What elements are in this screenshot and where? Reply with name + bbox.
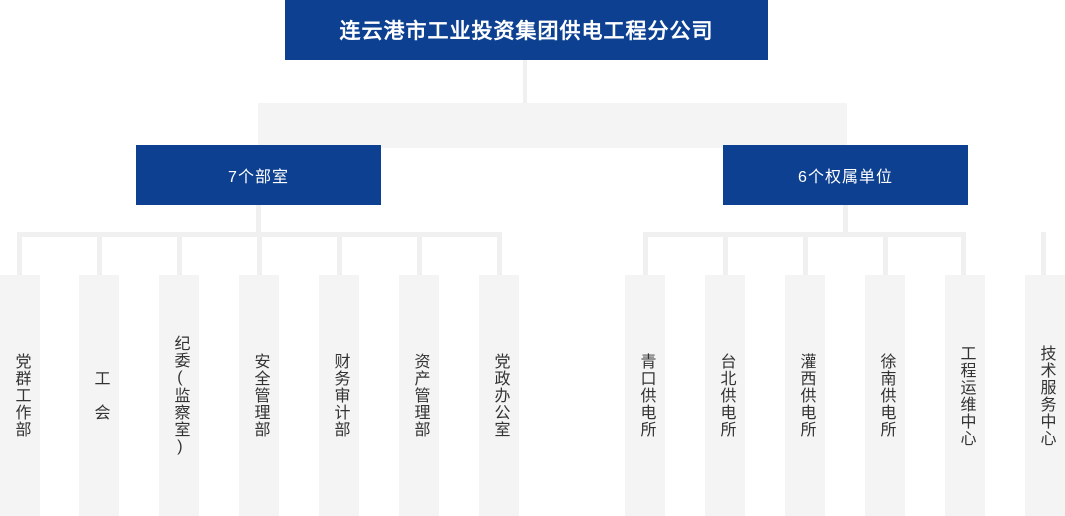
leaf-label: 党群工作部	[12, 353, 30, 438]
level2-connector-slab	[258, 103, 847, 148]
leaf-node-gongcheng-yunwei-zhongxin[interactable]: 工程运维中心	[945, 275, 985, 516]
leaf-label: 工 会	[91, 370, 109, 421]
leaf-label: 青口供电所	[637, 353, 655, 438]
leaf-node-taibei-gongdiansuo[interactable]: 台北供电所	[705, 275, 745, 516]
leaf-node-dangqun-gongzuobu[interactable]: 党群工作部	[0, 275, 40, 516]
connector-drop-unit-3	[803, 232, 808, 275]
connector-drop-unit-5	[961, 232, 966, 275]
connector-drop-unit-4	[883, 232, 888, 275]
leaf-node-dangzheng-bangongshi[interactable]: 党政办公室	[479, 275, 519, 516]
connector-drop-dept-5	[337, 232, 342, 275]
root-node-label: 连云港市工业投资集团供电工程分公司	[339, 20, 714, 43]
leaf-label: 安全管理部	[251, 353, 269, 438]
leaf-label: 工程运维中心	[957, 344, 975, 447]
leaf-label: 财务审计部	[331, 353, 349, 438]
branch-node-departments-label: 7个部室	[228, 169, 289, 186]
connector-drop-dept-1	[17, 232, 22, 275]
branch-node-units[interactable]: 6个权属单位	[723, 145, 968, 205]
leaf-node-xunan-gongdiansuo[interactable]: 徐南供电所	[865, 275, 905, 516]
leaf-label: 灌西供电所	[797, 353, 815, 438]
connector-drop-dept-6	[417, 232, 422, 275]
leaf-node-gonghui[interactable]: 工 会	[79, 275, 119, 516]
connector-drop-unit-1	[643, 232, 648, 275]
leaf-label: 纪委(监察室)	[171, 335, 189, 456]
leaf-node-qingkou-gongdiansuo[interactable]: 青口供电所	[625, 275, 665, 516]
leaf-label: 台北供电所	[717, 353, 735, 438]
leaf-label: 资产管理部	[411, 353, 429, 438]
branch-node-departments[interactable]: 7个部室	[136, 145, 381, 205]
leaf-node-anquan-guanlibu[interactable]: 安全管理部	[239, 275, 279, 516]
connector-drop-dept-2	[97, 232, 102, 275]
connector-drop-unit-6	[1041, 232, 1046, 275]
leaf-label: 技术服务中心	[1037, 344, 1055, 447]
branch-departments-connector-stem	[256, 205, 261, 234]
leaf-node-zichan-guanlibu[interactable]: 资产管理部	[399, 275, 439, 516]
connector-drop-dept-4	[257, 232, 262, 275]
leaf-label: 徐南供电所	[877, 353, 895, 438]
connector-drop-unit-2	[723, 232, 728, 275]
leaf-label: 党政办公室	[491, 353, 509, 438]
branch-node-units-label: 6个权属单位	[798, 169, 893, 186]
branch-units-connector-stem	[843, 205, 848, 234]
connector-drop-dept-3	[177, 232, 182, 275]
root-connector-stem	[523, 60, 527, 104]
connector-drop-dept-7	[497, 232, 502, 275]
leaf-node-jiwei-jianchashi[interactable]: 纪委(监察室)	[159, 275, 199, 516]
root-node[interactable]: 连云港市工业投资集团供电工程分公司	[285, 0, 768, 60]
leaf-node-caiwu-shenjibu[interactable]: 财务审计部	[319, 275, 359, 516]
leaf-node-guanxi-gongdiansuo[interactable]: 灌西供电所	[785, 275, 825, 516]
leaf-node-jishu-fuwu-zhongxin[interactable]: 技术服务中心	[1025, 275, 1065, 516]
